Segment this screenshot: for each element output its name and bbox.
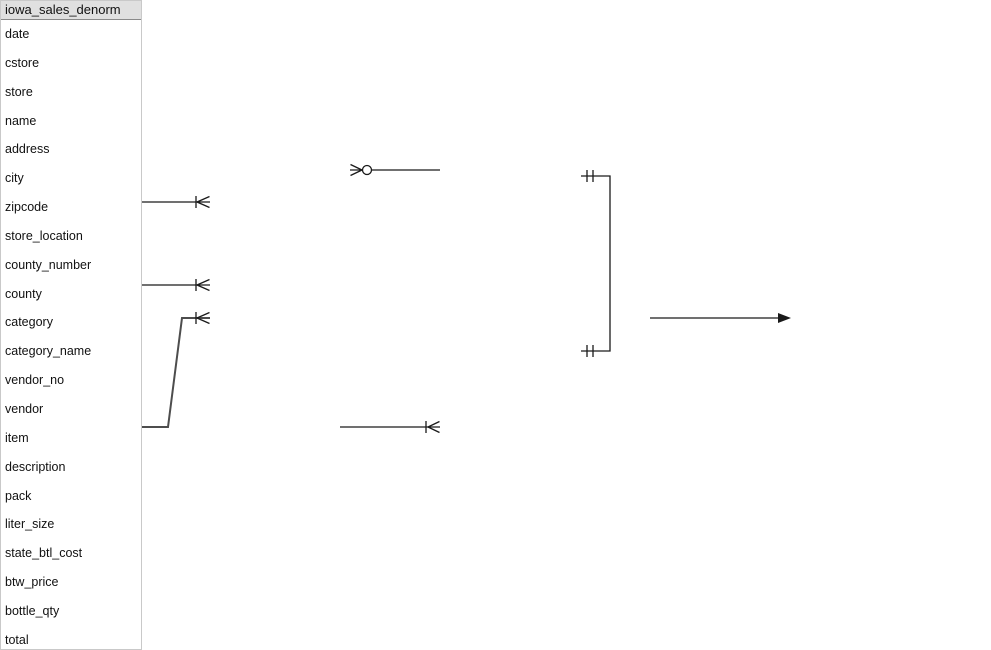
field-row: county_number xyxy=(5,257,92,272)
relationship-category-sales[interactable] xyxy=(140,195,210,209)
relationship-county-store[interactable] xyxy=(340,420,440,434)
relationship-item-sales[interactable] xyxy=(140,311,210,428)
field-row: state_btl_cost xyxy=(5,546,83,561)
field-row: address xyxy=(5,142,50,157)
transform-arrow[interactable] xyxy=(650,313,791,323)
field-row: liter_size xyxy=(5,517,55,532)
relationship-convenience-store-store[interactable] xyxy=(581,170,611,357)
relationship-sales-convenience-store[interactable] xyxy=(350,163,440,177)
field-row: item xyxy=(5,430,29,445)
field-row: store_location xyxy=(5,228,83,243)
field-row: pack xyxy=(5,488,32,503)
entity-title: iowa_sales_denorm xyxy=(1,1,141,20)
field-row: bottle_qty xyxy=(5,603,60,618)
field-row: vendor xyxy=(5,401,44,416)
field-row: county xyxy=(5,286,42,301)
entity-table-iowa-sales-denorm[interactable]: iowa_sales_denorm date cstore store name add… xyxy=(0,0,142,650)
field-row: date xyxy=(5,27,30,41)
relationship-vendor-sales[interactable] xyxy=(140,278,210,292)
field-row: btw_price xyxy=(5,575,59,590)
field-row: vendor_no xyxy=(5,373,65,388)
entity-body: date cstore store name address city zipcode sto… xyxy=(1,20,141,649)
field-row: name xyxy=(5,113,37,128)
field-row: cstore xyxy=(5,55,40,70)
field-row: category_name xyxy=(5,344,92,359)
field-row: zipcode xyxy=(5,200,49,215)
field-row: city xyxy=(5,171,24,186)
field-row: total xyxy=(5,632,29,647)
field-list: date cstore store name address city zipcode sto… xyxy=(1,20,141,650)
field-row: category xyxy=(5,315,53,330)
field-row: description xyxy=(5,459,66,474)
field-row: store xyxy=(5,84,33,99)
